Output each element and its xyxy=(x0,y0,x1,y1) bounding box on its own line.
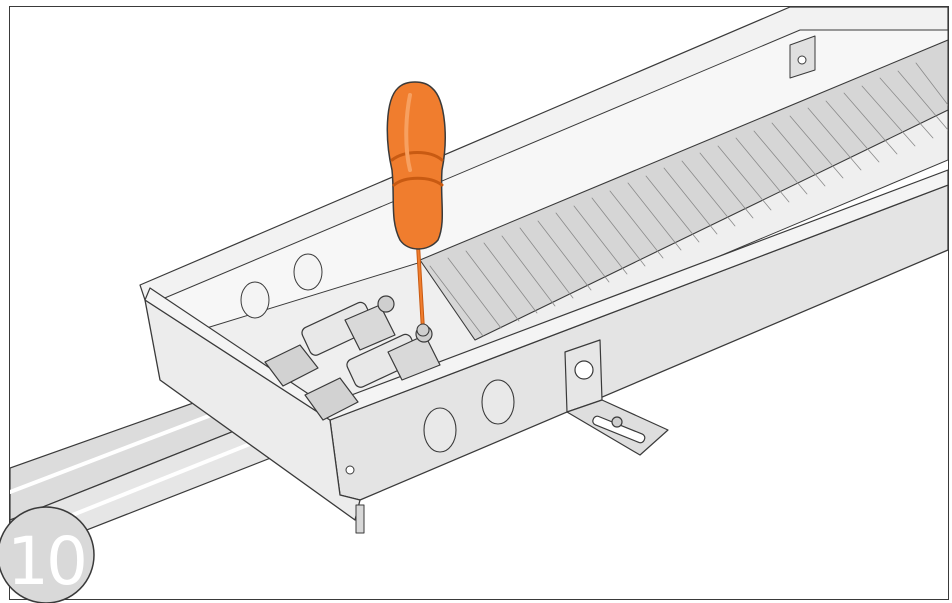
screwdriver-icon xyxy=(386,81,446,337)
step-badge xyxy=(0,506,95,603)
step-number: 10 xyxy=(7,523,88,600)
mounting-bracket-icon xyxy=(564,339,669,456)
heat-exchanger-fins xyxy=(419,39,948,341)
